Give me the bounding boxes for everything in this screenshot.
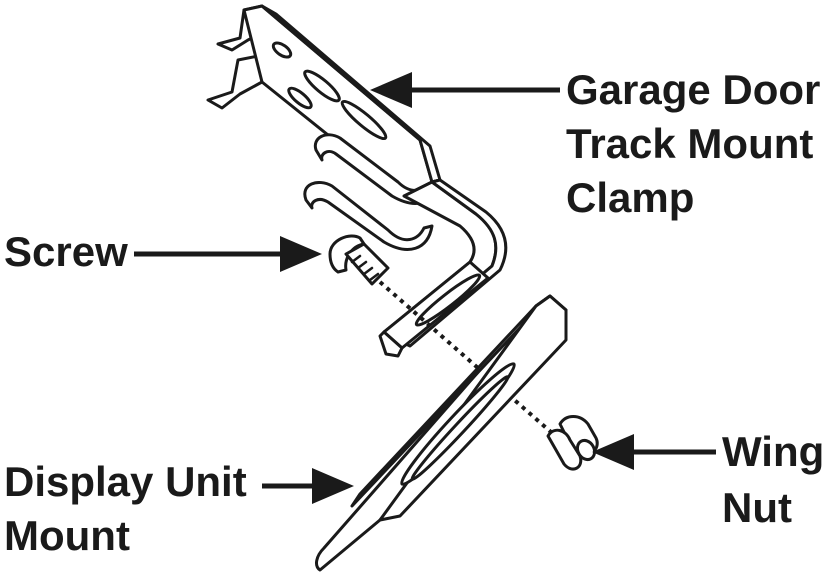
- display-unit-mount: [315, 294, 568, 572]
- label-clamp: Clamp: [566, 174, 695, 221]
- arrow-screw: [134, 236, 322, 272]
- arrow-display-mount: [262, 468, 354, 504]
- wing-nut: [546, 415, 599, 471]
- alignment-dotted-line: [378, 280, 562, 442]
- label-display-unit: Display Unit: [4, 458, 247, 505]
- label-mount: Mount: [4, 512, 130, 559]
- arrow-clamp: [370, 72, 560, 108]
- label-track-mount: Track Mount: [566, 120, 814, 167]
- screw: [328, 234, 390, 286]
- arrow-wing-nut: [592, 434, 716, 470]
- label-screw: Screw: [4, 228, 128, 275]
- label-nut: Nut: [722, 484, 792, 531]
- track-mount-clamp: [206, 4, 508, 358]
- label-wing: Wing: [722, 428, 825, 475]
- label-garage-door: Garage Door: [566, 66, 821, 113]
